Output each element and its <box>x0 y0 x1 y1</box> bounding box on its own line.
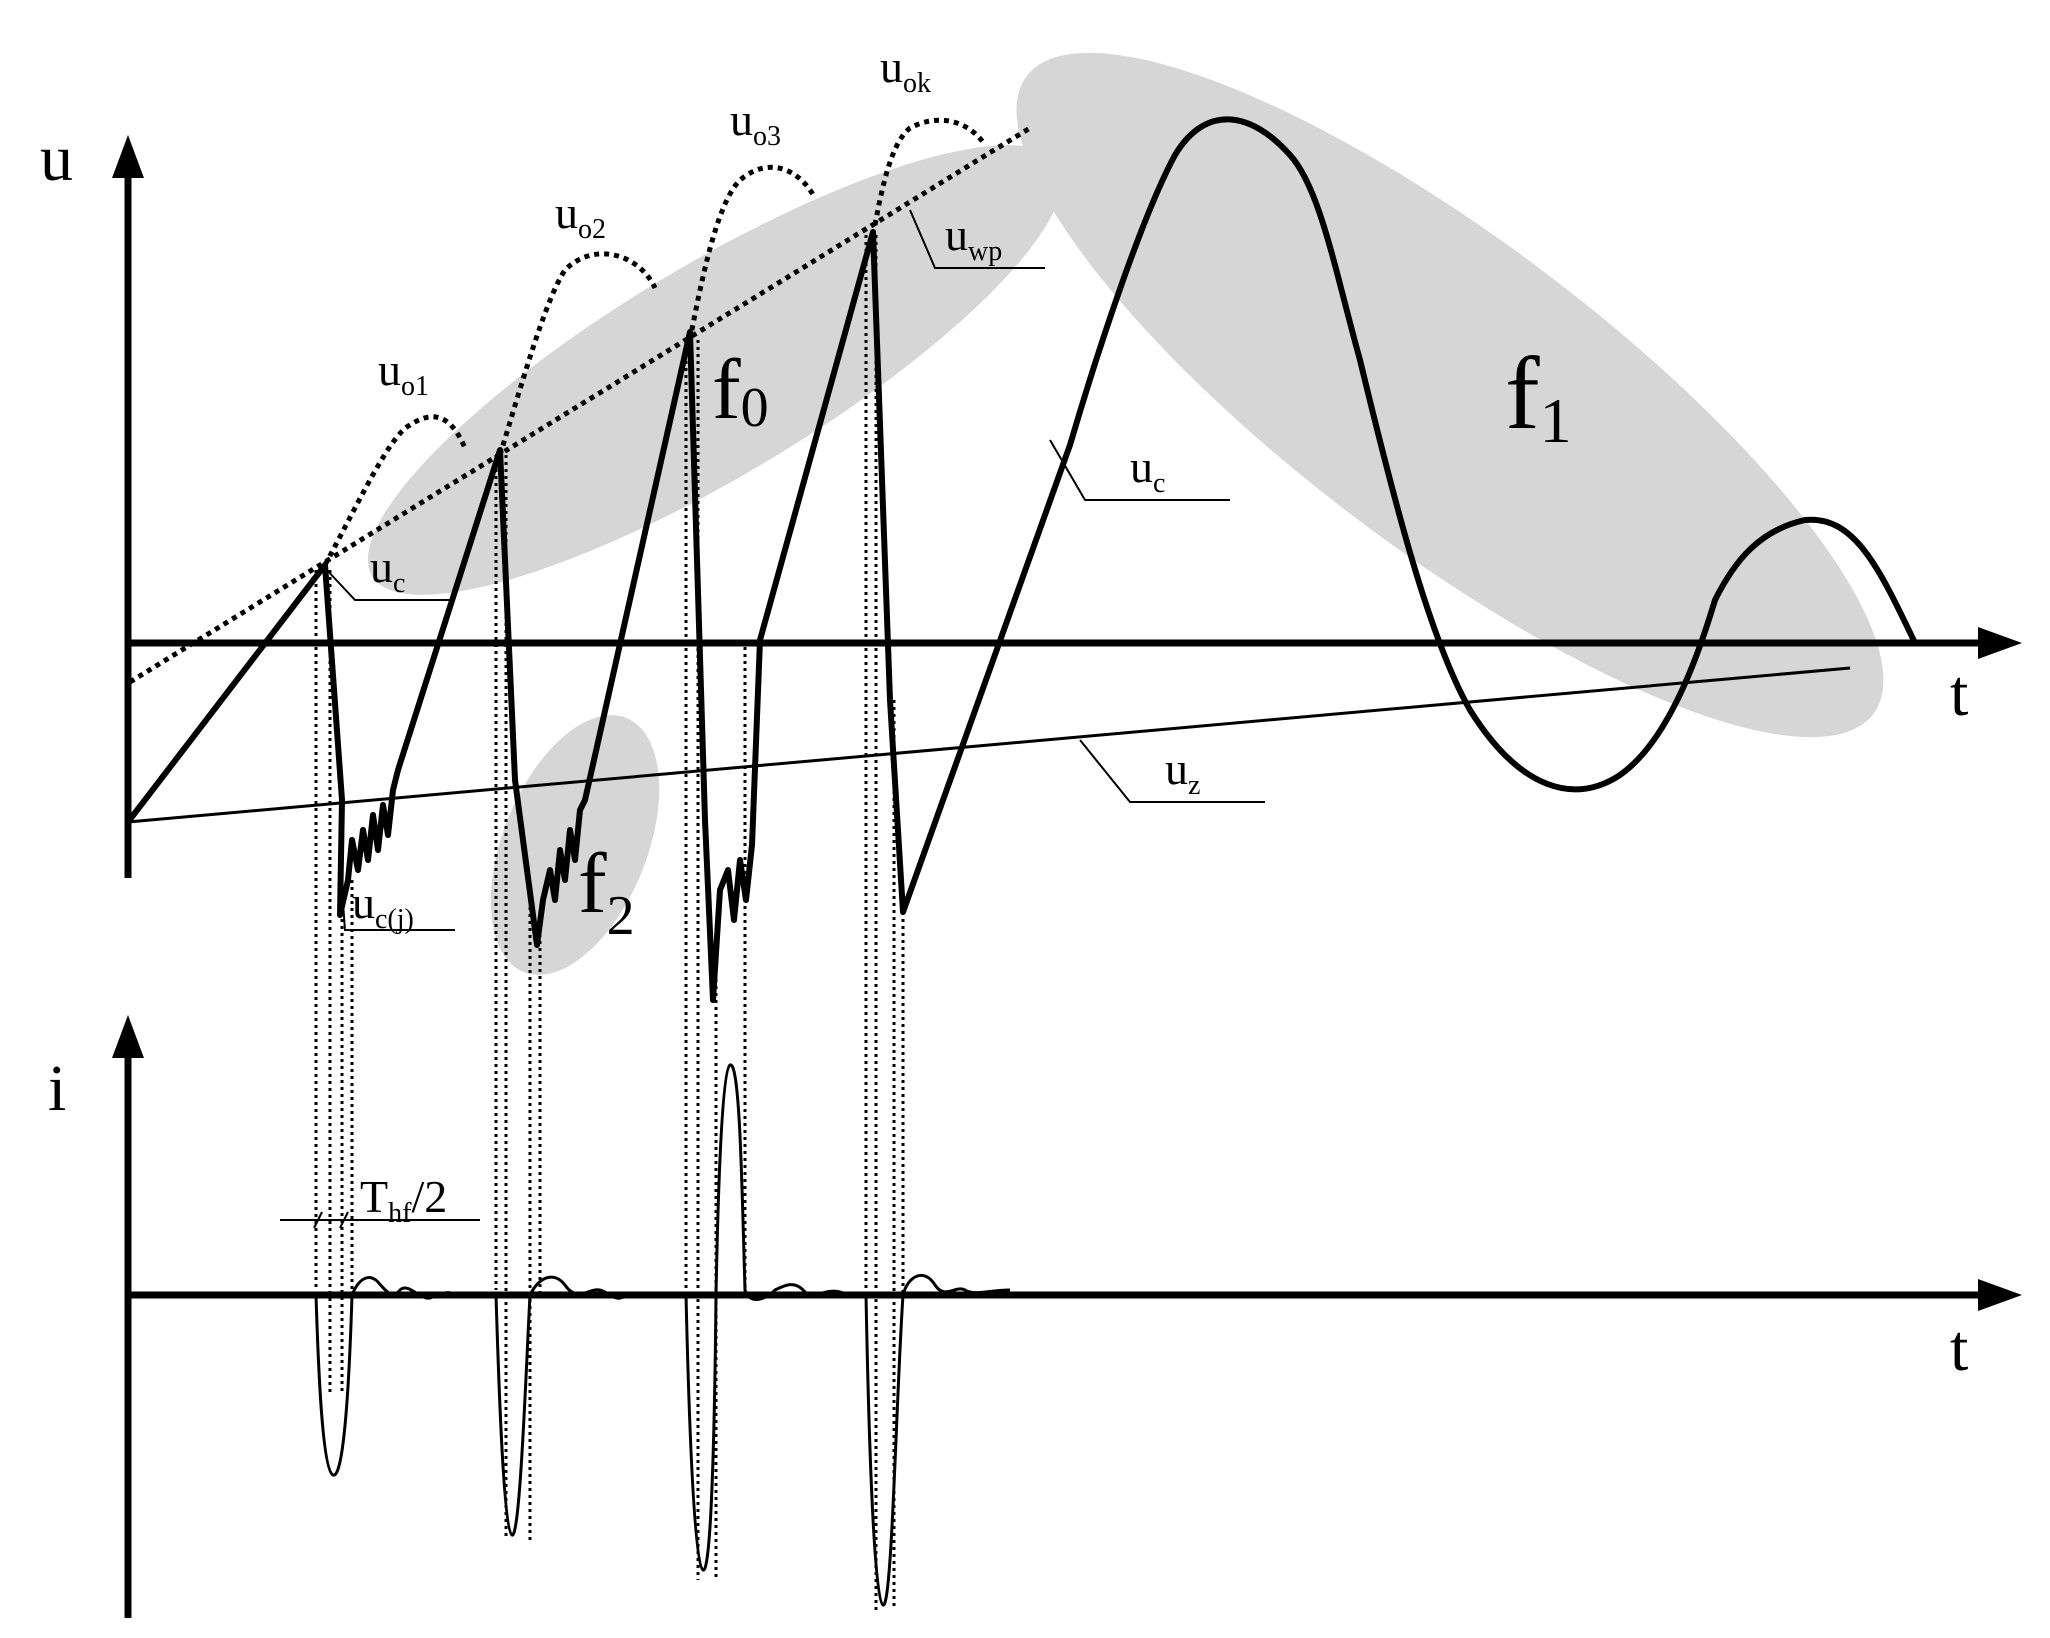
f0-label: f0 <box>712 341 769 439</box>
f1-label: f1 <box>1505 336 1572 456</box>
u-z-label: uz <box>1165 743 1200 801</box>
u-o2-label: uo2 <box>555 187 606 245</box>
leader-lines <box>280 209 1265 1229</box>
u-cj-label: uc(j) <box>352 877 414 935</box>
u-c-left-label: uc <box>370 541 405 599</box>
f2-label: f2 <box>578 835 635 947</box>
u-wp-label: uwp <box>945 209 1002 267</box>
u-o3-label: uo3 <box>730 94 781 152</box>
u-ok-label: uok <box>880 41 931 99</box>
u-o1-label: uo1 <box>378 344 429 402</box>
u-o1-curve <box>322 414 468 567</box>
f0-region <box>367 145 1063 595</box>
i-waveform <box>314 1063 1011 1607</box>
i-axis-label: i <box>48 1052 66 1125</box>
u-wp-line <box>128 125 1032 685</box>
i-axis <box>112 1015 144 1618</box>
t-hf-label: Thf/2 <box>360 1171 447 1229</box>
t-axis-bottom <box>128 1279 2022 1311</box>
u-axis <box>112 135 144 878</box>
t-axis-top-label: t <box>1950 657 1968 730</box>
u-o2-curve <box>497 251 658 456</box>
u-c-right-label: uc <box>1130 441 1165 499</box>
u-axis-label: u <box>40 122 73 195</box>
projection-lines <box>314 235 905 1610</box>
u-o3-curve <box>687 164 818 341</box>
f1-region <box>1016 52 1884 738</box>
u-z-line <box>127 666 1851 824</box>
u-ok-curve <box>872 117 988 226</box>
t-axis-bottom-label: t <box>1950 1312 1968 1385</box>
u-c-waveform <box>125 116 1918 1003</box>
